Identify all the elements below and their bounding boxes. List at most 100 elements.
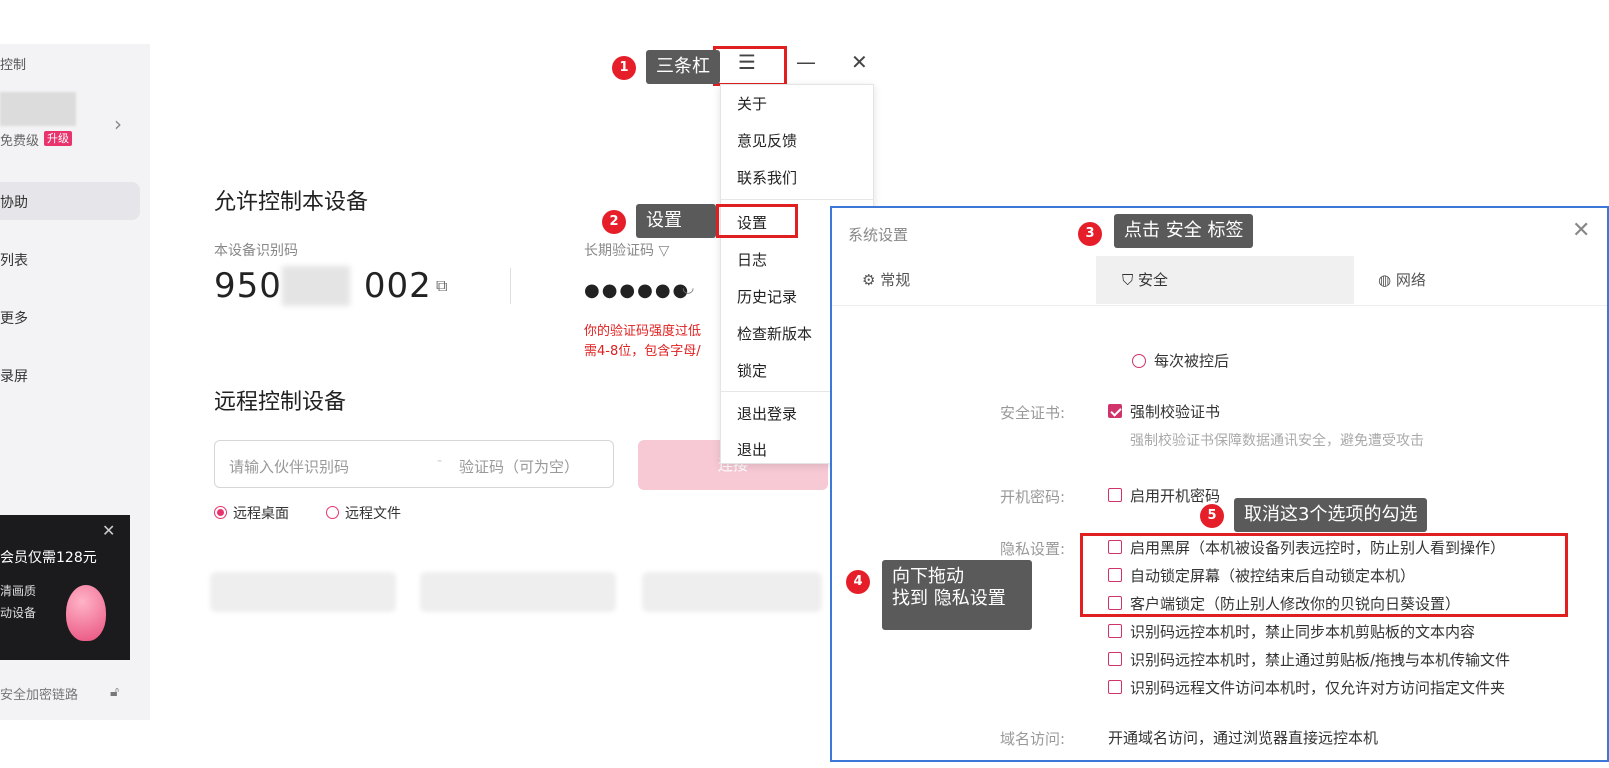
device-id-redaction — [282, 266, 350, 306]
step-number: 4 — [846, 570, 870, 594]
menu-item-settings[interactable]: 设置 — [737, 214, 768, 232]
globe-icon: ◍ — [1378, 271, 1396, 289]
minimize-icon[interactable]: — — [796, 50, 816, 74]
device-id: 950 002 — [214, 266, 432, 306]
callout-settings: 设置 — [636, 204, 716, 238]
callout-line: 向下拖动 — [892, 566, 964, 587]
partner-id-input[interactable]: 请输入伙伴识别码 - 验证码（可为空） — [214, 440, 614, 488]
device-id-prefix: 950 — [214, 266, 282, 306]
privacy-checkbox-clipboard-text[interactable] — [1108, 624, 1122, 638]
boot-password-checkbox[interactable] — [1108, 488, 1122, 502]
upgrade-badge[interactable]: 升级 — [44, 131, 72, 146]
privacy-option-clipboard-file: 识别码远控本机时，禁止通过剪贴板/拖拽与本机传输文件 — [1130, 651, 1511, 669]
radio-remote-file[interactable] — [326, 506, 339, 519]
menu-item-exit[interactable]: 退出 — [737, 441, 768, 459]
promo-banner[interactable]: ✕ 会员仅需128元 清画质 动设备 — [0, 515, 130, 660]
menu-item-about[interactable]: 关于 — [737, 95, 768, 113]
sidebar-item-list[interactable]: 列表 — [0, 253, 28, 269]
menu-separator — [721, 199, 873, 200]
step-number: 1 — [612, 56, 636, 80]
after-control-label: 每次被控后 — [1154, 352, 1230, 370]
privacy-option-autolock: 自动锁定屏幕（被控结束后自动锁定本机） — [1130, 567, 1416, 585]
cert-option-label: 强制校验证书 — [1130, 403, 1221, 421]
lock-icon: 🔓︎ — [110, 684, 120, 700]
privacy-option-client-lock: 客户端锁定（防止别人修改你的贝锐向日葵设置） — [1130, 595, 1461, 613]
menu-item-check-update[interactable]: 检查新版本 — [737, 325, 813, 343]
radio-after-control[interactable] — [1132, 354, 1146, 368]
menu-item-history[interactable]: 历史记录 — [737, 288, 798, 306]
privacy-checkbox-folder-access[interactable] — [1108, 680, 1122, 694]
callout-hamburger: 三条杠 — [646, 50, 720, 84]
close-icon[interactable]: ✕ — [1572, 218, 1591, 243]
divider — [510, 268, 511, 304]
secure-link-status: 安全加密链路 — [0, 688, 79, 703]
chevron-right-icon[interactable]: › — [114, 112, 122, 136]
radio-remote-desktop-label[interactable]: 远程桌面 — [233, 506, 289, 522]
promo-line: 动设备 — [0, 606, 37, 620]
recent-device-card[interactable] — [642, 572, 822, 612]
privacy-option-clipboard-text: 识别码远控本机时，禁止同步本机剪贴板的文本内容 — [1130, 623, 1476, 641]
gear-icon: ⚙︎ — [862, 271, 881, 289]
menu-button-highlight — [713, 46, 787, 86]
partner-id-placeholder: 请输入伙伴识别码 — [229, 458, 350, 476]
step-number: 5 — [1200, 504, 1224, 528]
radio-remote-file-label[interactable]: 远程文件 — [345, 506, 401, 522]
password-label[interactable]: 长期验证码 ▽ — [584, 243, 670, 259]
menu-item-contact[interactable]: 联系我们 — [737, 169, 798, 187]
cert-checkbox[interactable] — [1108, 404, 1122, 418]
settings-title: 系统设置 — [848, 226, 909, 244]
verify-code-placeholder[interactable]: 验证码（可为空） — [459, 458, 580, 476]
cert-label: 安全证书: — [1000, 404, 1066, 422]
domain-access-label: 域名访问: — [1000, 730, 1066, 748]
recent-device-card[interactable] — [420, 572, 616, 612]
radio-remote-desktop[interactable] — [214, 506, 227, 519]
promo-headline: 会员仅需128元 — [0, 550, 97, 566]
menu-separator — [721, 391, 873, 392]
system-settings-window: 系统设置 ✕ ⚙︎ 常规 ⛉ 安全 ◍ 网络 每次被控后 安全证书: 强制校验证… — [830, 206, 1609, 762]
privacy-checkbox-blackscreen[interactable] — [1108, 540, 1122, 554]
password-value: ●●●●●● — [584, 280, 691, 301]
device-id-label: 本设备识别码 — [214, 243, 298, 259]
boot-password-option: 启用开机密码 — [1130, 487, 1221, 505]
close-icon[interactable]: ✕ — [851, 50, 868, 74]
sidebar-title: 控制 — [0, 58, 27, 73]
menu-item-lock[interactable]: 锁定 — [737, 362, 768, 380]
copy-icon[interactable]: ⧉ — [436, 276, 448, 295]
avatar[interactable] — [0, 92, 76, 126]
recent-device-card[interactable] — [210, 572, 396, 612]
device-id-suffix: 002 — [363, 266, 432, 306]
privacy-checkbox-autolock[interactable] — [1108, 568, 1122, 582]
settings-item-highlight — [716, 204, 798, 238]
callout-line: 找到 隐私设置 — [892, 588, 1006, 609]
tab-security[interactable]: ⛉ 安全 — [1122, 256, 1168, 304]
tab-network[interactable]: ◍ 网络 — [1378, 256, 1426, 304]
sidebar-item-assist[interactable]: 协助 — [0, 195, 28, 211]
cert-description: 强制校验证书保障数据通讯安全，避免遭受攻击 — [1130, 433, 1424, 449]
password-warning: 你的验证码强度过低 — [584, 324, 702, 339]
eye-icon[interactable]: ◡ — [682, 280, 695, 296]
menu-item-logout[interactable]: 退出登录 — [737, 405, 798, 423]
input-separator: - — [437, 453, 443, 469]
hamburger-menu-icon[interactable]: ☰ — [738, 50, 756, 74]
sidebar-item-more[interactable]: 更多 — [0, 311, 28, 327]
step-number: 2 — [602, 210, 626, 234]
privacy-options-highlight — [1080, 533, 1568, 617]
tab-general[interactable]: ⚙︎ 常规 — [862, 256, 910, 304]
privacy-option-blackscreen: 启用黑屏（本机被设备列表远控时，防止别人看到操作） — [1130, 539, 1506, 557]
promo-line: 清画质 — [0, 584, 37, 598]
settings-tabbar: ⚙︎ 常规 ⛉ 安全 ◍ 网络 — [832, 256, 1607, 306]
close-icon[interactable]: ✕ — [102, 521, 116, 540]
privacy-checkbox-clipboard-file[interactable] — [1108, 652, 1122, 666]
sidebar-active-highlight — [0, 182, 140, 220]
step-number: 3 — [1078, 222, 1102, 246]
privacy-checkbox-client-lock[interactable] — [1108, 596, 1122, 610]
remote-control-title: 远程控制设备 — [214, 390, 347, 415]
tab-security-label: 安全 — [1138, 271, 1169, 289]
promo-graphic — [66, 585, 106, 641]
callout-scroll-down: 向下拖动 找到 隐私设置 — [882, 560, 1032, 630]
sidebar: 控制 免费级 升级 › 协助 列表 更多 录屏 ✕ 会员仅需128元 清画质 动… — [0, 44, 150, 720]
menu-item-feedback[interactable]: 意见反馈 — [737, 132, 798, 150]
menu-item-log[interactable]: 日志 — [737, 251, 768, 269]
sidebar-item-record[interactable]: 录屏 — [0, 369, 28, 385]
